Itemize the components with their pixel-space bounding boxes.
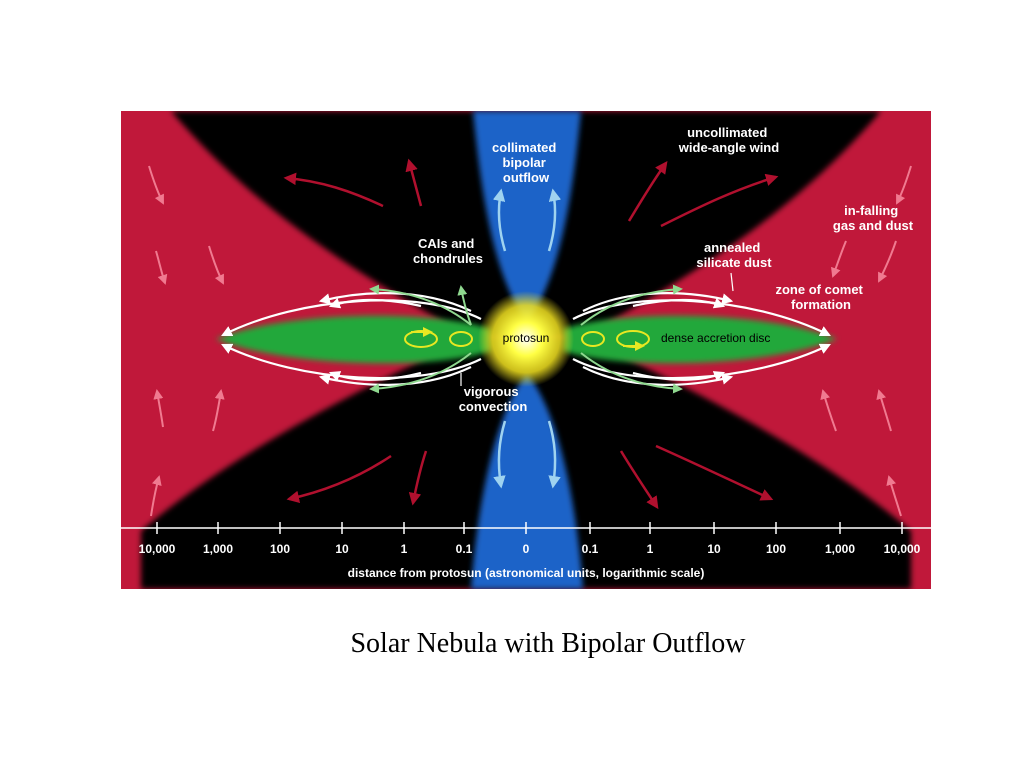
protosun-glow: [478, 291, 574, 387]
wind-arrow: [286, 454, 392, 503]
infall-arrow: [876, 389, 892, 432]
circulation-arrow: [328, 297, 422, 309]
accretion-disc-right: [563, 315, 837, 364]
label-vigorous-convection: vigorous convection: [459, 384, 528, 414]
label-comet-zone: zone of comet formation: [775, 282, 866, 312]
solar-nebula-diagram: collimated bipolar outflow uncollimated …: [121, 111, 931, 589]
axis-tick-label: 10,000: [884, 542, 921, 556]
axis-tick-label: 100: [270, 542, 290, 556]
circulation-arrow: [582, 292, 734, 312]
axis-title: distance from protosun (astronomical uni…: [348, 566, 705, 580]
infall-arrow: [820, 389, 837, 432]
wind-arrow: [283, 172, 384, 208]
label-cais-chondrules: CAIs and chondrules: [413, 236, 483, 266]
circulation-arrow: [328, 371, 422, 382]
annealed-dust-arrow: [369, 284, 472, 326]
wind-arrow: [655, 444, 774, 501]
label-protosun: protosun: [503, 331, 550, 345]
convection-loop: [449, 331, 473, 347]
label-infalling-gas: in-falling gas and dust: [833, 203, 914, 233]
label-collimated-outflow: collimated bipolar outflow: [492, 140, 560, 185]
infall-arrow: [886, 475, 902, 517]
label-wide-angle-wind: uncollimated wide-angle wind: [678, 125, 779, 155]
infall-arrow: [896, 165, 912, 205]
outflow-lobe-bottom: [471, 373, 583, 589]
leader-line: [730, 272, 734, 292]
infall-arrow: [155, 250, 168, 285]
accretion-disc-left: [216, 315, 491, 364]
infall-arrow: [150, 475, 162, 517]
label-annealed-dust: annealed silicate dust: [696, 240, 772, 270]
circulation-arrow: [572, 343, 831, 380]
axis-tick-label: 1,000: [825, 542, 855, 556]
axis-tick-label: 100: [766, 542, 786, 556]
outflow-arrow: [547, 420, 561, 489]
circulation-arrow: [632, 371, 726, 382]
infall-arrow: [148, 165, 164, 205]
outflow-arrow: [547, 188, 562, 252]
slide-caption: Solar Nebula with Bipolar Outflow: [350, 628, 746, 659]
axis-tick-label: 10: [335, 542, 349, 556]
outflow-arrow: [493, 420, 507, 489]
annealed-dust-arrow: [580, 284, 683, 326]
axis-tick-label: 1: [647, 542, 654, 556]
circulation-arrow: [318, 292, 472, 312]
annealed-dust-arrow: [457, 285, 472, 326]
wind-arrow: [627, 160, 668, 222]
axis-tick-label: 0.1: [582, 542, 599, 556]
circulation-arrow: [632, 297, 726, 309]
axis-tick-label: 0: [523, 542, 530, 556]
annealed-dust-arrow: [580, 352, 683, 394]
convection-loop: [581, 331, 605, 347]
wind-arrow: [408, 450, 428, 506]
infall-arrow: [208, 245, 224, 285]
infall-arrow: [212, 389, 225, 432]
axis-tick-label: 1: [401, 542, 408, 556]
outflow-lobe-top: [473, 111, 581, 323]
axis-ticks: 10,000 1,000 100 10 1 0.1 0 0.1 1 10 100 1,000 10,00…: [139, 522, 921, 556]
infall-arrow: [878, 240, 897, 283]
infall-arrow: [831, 240, 847, 278]
circulation-arrow: [221, 343, 482, 380]
wind-arrow: [405, 158, 423, 207]
axis-tick-label: 10,000: [139, 542, 176, 556]
outflow-arrow: [492, 188, 507, 252]
annealed-dust-arrow: [369, 352, 472, 394]
wind-arrow: [660, 173, 779, 228]
infall-arrow: [153, 389, 164, 428]
wind-arrow: [619, 450, 659, 510]
axis-tick-label: 1,000: [203, 542, 233, 556]
axis-tick-label: 0.1: [456, 542, 473, 556]
label-accretion-disc: dense accretion disc: [661, 331, 770, 345]
axis-tick-label: 10: [707, 542, 721, 556]
